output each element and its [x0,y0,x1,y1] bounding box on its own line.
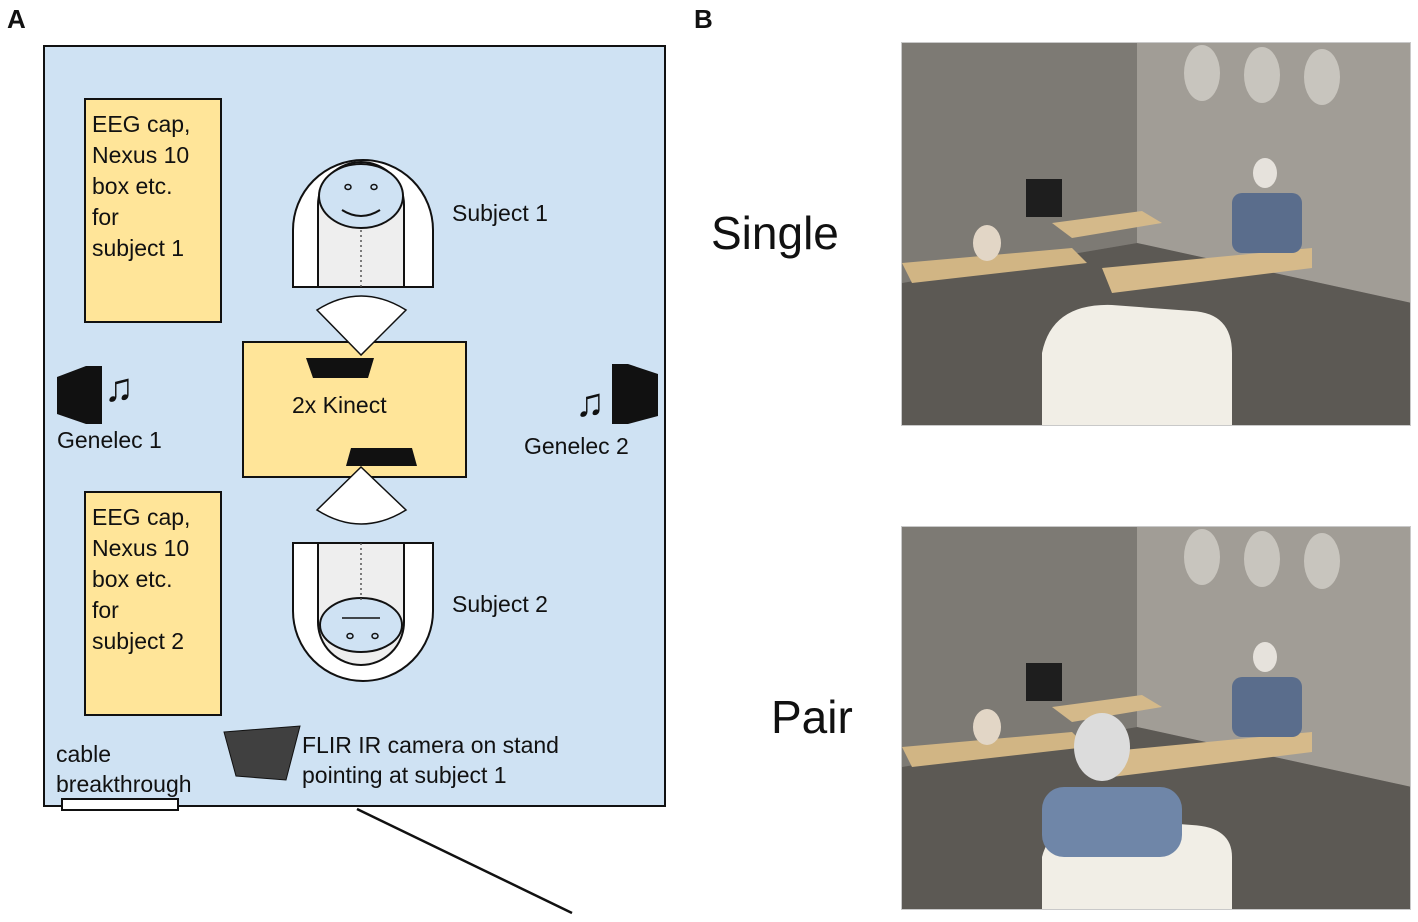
cable-breakthrough-slot [61,798,179,811]
photo-single-condition [901,42,1411,426]
kinect-2-sensor [346,448,417,466]
genelec-1-label: Genelec 1 [57,427,162,453]
flir-label-line-2: pointing at subject 1 [302,762,507,788]
subject-1-head [318,163,404,229]
condition-single-label: Single [711,207,839,259]
flir-label-line-1: FLIR IR camera on stand [302,732,559,758]
subject-1-label: Subject 1 [452,200,548,226]
kinect-label: 2x Kinect [292,392,387,418]
eeg-equipment-box-subject-2: EEG cap, Nexus 10 box etc. for subject 2 [84,491,222,716]
music-note-icon-right: ♫ [575,381,605,425]
flir-camera-icon [223,725,301,781]
genelec-1-speaker-icon [57,366,102,424]
cable-label-line-1: cable [56,741,111,767]
subject-2-label: Subject 2 [452,591,548,617]
door-line [356,807,573,915]
subject-2-head [319,597,403,653]
cable-label-line-2: breakthrough [56,771,192,797]
genelec-2-label: Genelec 2 [524,433,629,459]
genelec-2-speaker-icon [612,364,658,424]
photo-pair-condition [901,526,1411,910]
kinect-1-sensor [306,358,374,378]
kinect-2-view-cone [315,465,408,525]
panel-a-letter: A [7,4,26,34]
condition-pair-label: Pair [771,691,853,743]
kinect-1-view-cone [315,295,408,357]
music-note-icon-left: ♫ [104,366,134,410]
panel-b-letter: B [694,4,713,34]
eeg-equipment-box-subject-1: EEG cap, Nexus 10 box etc. for subject 1 [84,98,222,323]
